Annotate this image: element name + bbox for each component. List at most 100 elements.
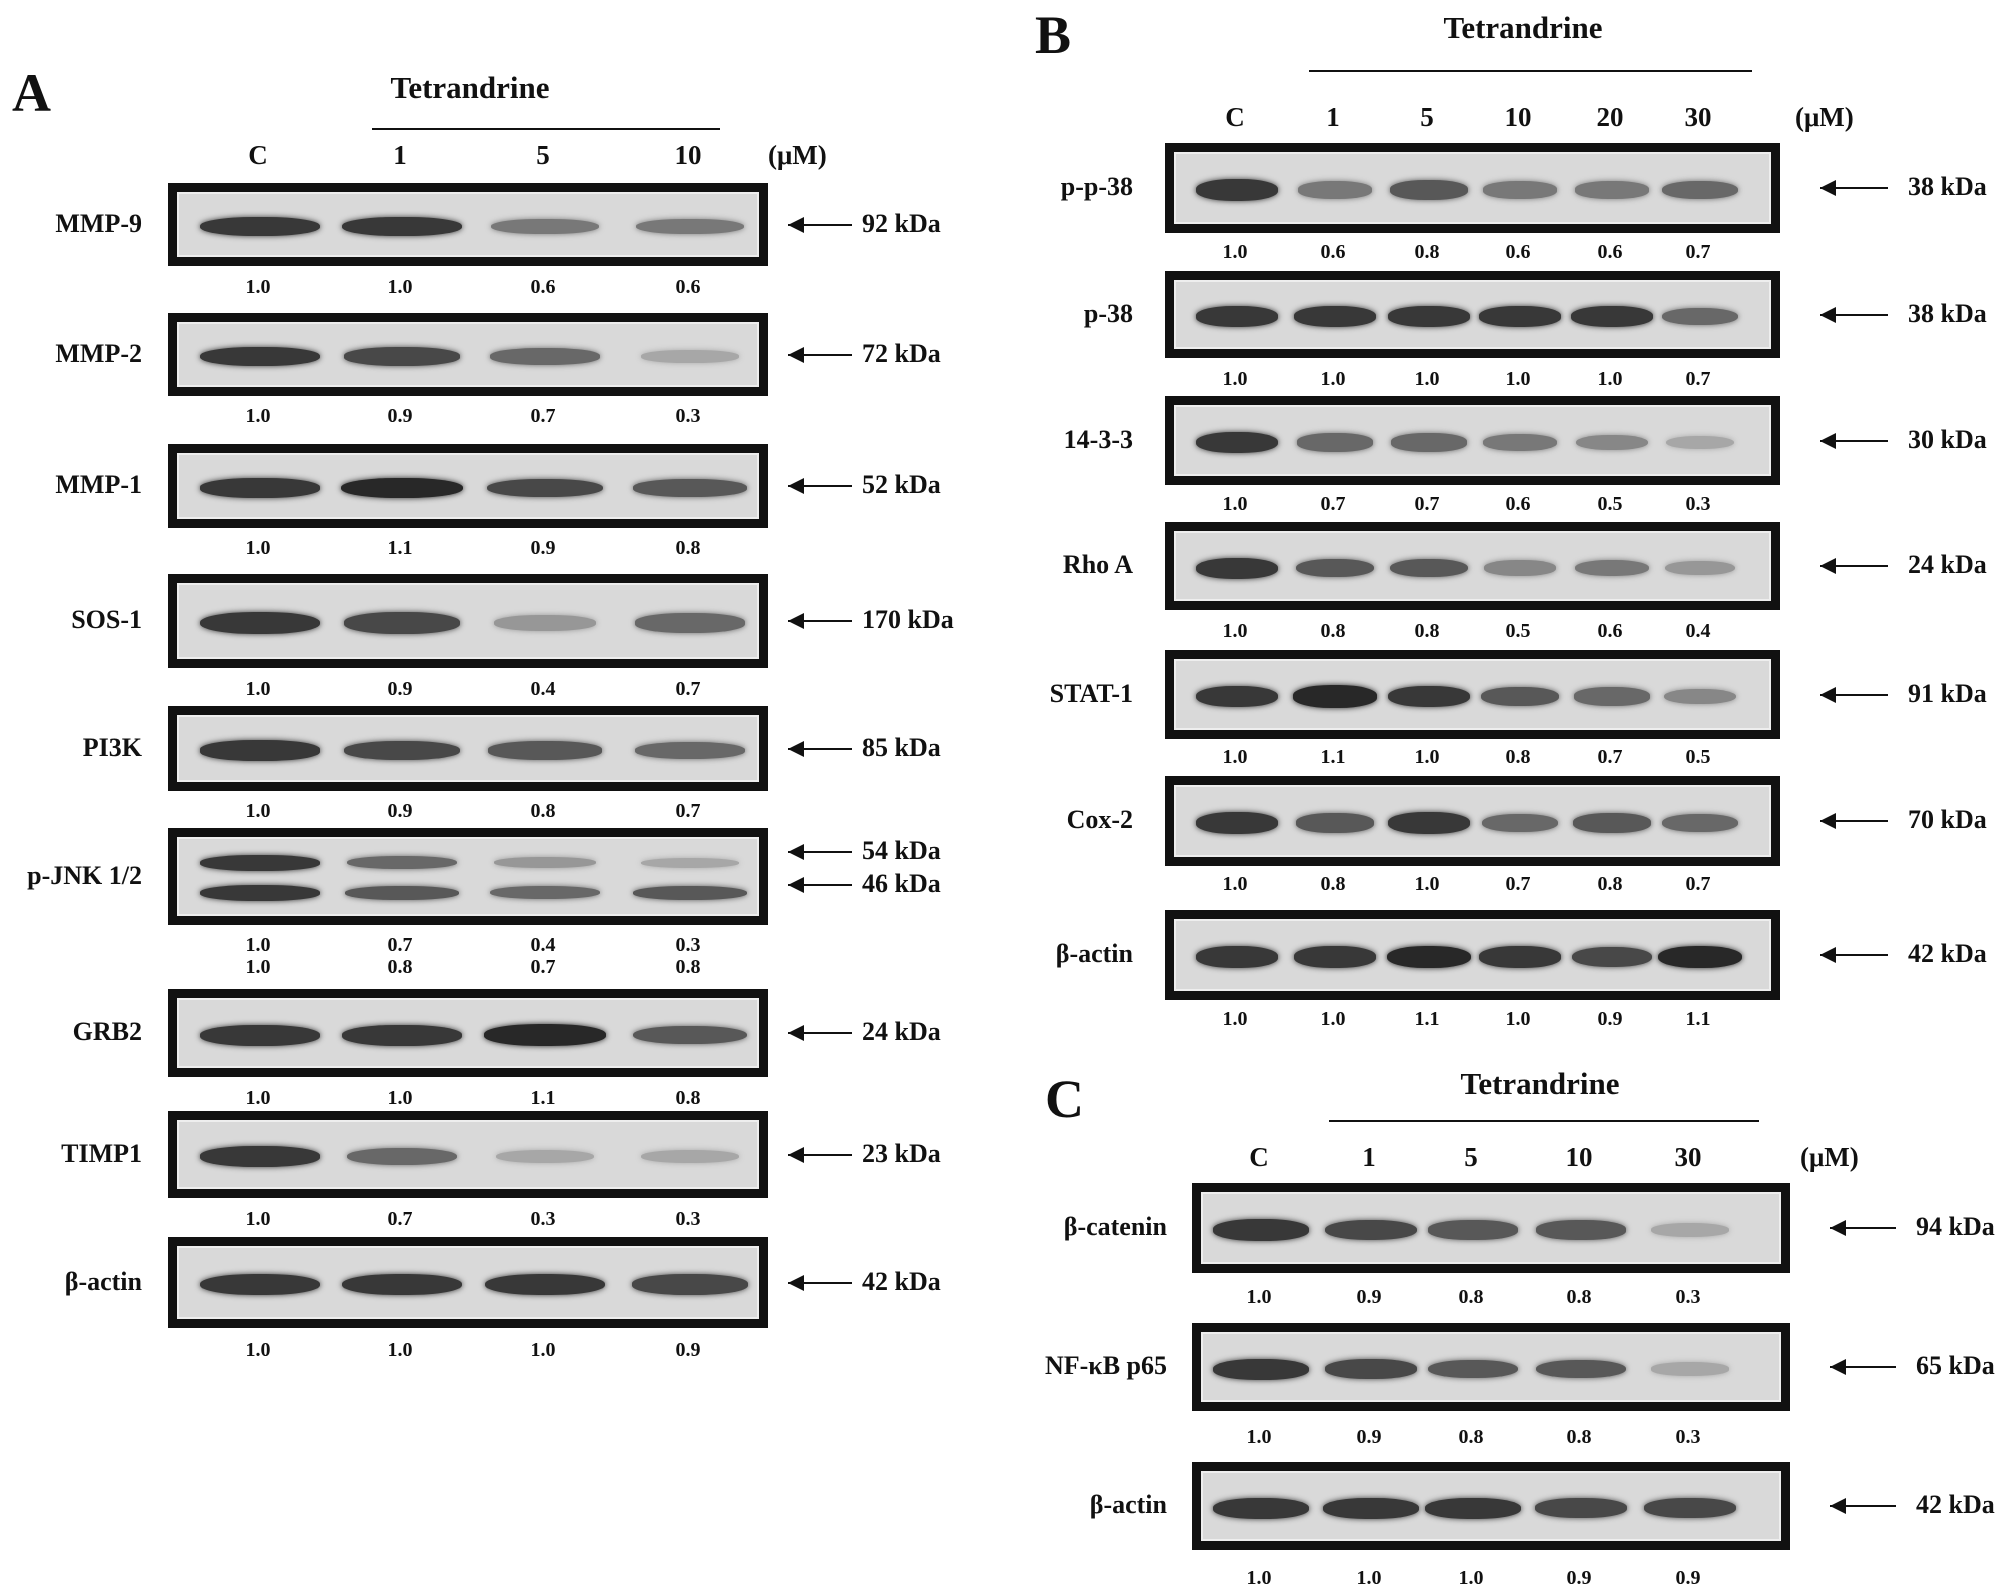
blot-membrane xyxy=(177,715,759,782)
blot-protein-label: p-38 xyxy=(1083,298,1133,328)
densitometry-value: 0.8 xyxy=(1566,1426,1592,1448)
blot-membrane xyxy=(177,998,759,1068)
protein-band xyxy=(343,740,461,761)
protein-band xyxy=(1213,1219,1309,1241)
densitometry-value: 0.7 xyxy=(675,678,701,700)
panel-b-lane-header: 20 xyxy=(1596,102,1624,132)
protein-band xyxy=(634,741,746,760)
arrow-shaft xyxy=(788,485,852,487)
protein-band xyxy=(1573,813,1651,833)
protein-band xyxy=(1294,946,1376,968)
protein-band xyxy=(494,857,596,869)
densitometry-value: 1.0 xyxy=(387,1087,413,1109)
densitometry-value: 0.9 xyxy=(1566,1567,1592,1589)
western-blot-strip xyxy=(168,313,768,396)
protein-band xyxy=(1665,560,1735,576)
blot-protein-label: Cox-2 xyxy=(1066,805,1133,834)
panel-b-treatment-bracket xyxy=(1309,70,1752,72)
densitometry-value: 0.5 xyxy=(1597,493,1623,515)
protein-band xyxy=(1298,181,1372,199)
densitometry-value: 1.1 xyxy=(1685,1008,1711,1030)
densitometry-value: 1.0 xyxy=(245,405,271,427)
molecular-weight-label: 91 kDa xyxy=(1908,678,1987,708)
protein-band xyxy=(1662,180,1738,200)
arrow-head xyxy=(1820,947,1836,963)
western-blot-strip xyxy=(168,706,768,791)
panel-b-unit-label: (μM) xyxy=(1795,102,1854,132)
densitometry-value: 0.6 xyxy=(1320,241,1346,263)
protein-band xyxy=(346,855,458,870)
arrow-head xyxy=(788,1025,804,1041)
panel-b-letter: B xyxy=(1035,5,1072,65)
densitometry-value: 1.0 xyxy=(530,1339,556,1361)
protein-band xyxy=(1324,1219,1418,1241)
densitometry-value: 1.0 xyxy=(245,276,271,298)
protein-band xyxy=(1196,306,1278,327)
protein-band xyxy=(1576,434,1648,451)
protein-band xyxy=(1196,431,1278,454)
blot-membrane xyxy=(1174,152,1771,224)
panel-c-lane-header: 5 xyxy=(1464,1142,1478,1172)
panel-c-lane-header: 30 xyxy=(1674,1142,1702,1172)
blot-protein-label: STAT-1 xyxy=(1049,678,1133,708)
densitometry-value: 1.0 xyxy=(1246,1426,1272,1448)
protein-band xyxy=(1196,946,1278,968)
protein-band xyxy=(340,477,464,499)
densitometry-value: 1.0 xyxy=(245,1087,271,1109)
protein-band xyxy=(1293,685,1377,708)
arrow-shaft xyxy=(1820,565,1888,567)
blot-membrane xyxy=(1201,1192,1781,1264)
arrow-head xyxy=(1820,306,1836,323)
densitometry-value: 0.8 xyxy=(1414,620,1440,642)
arrow-shaft xyxy=(788,353,852,356)
blot-protein-label: β-actin xyxy=(1055,939,1133,968)
densitometry-value: 1.0 xyxy=(1222,620,1248,642)
blot-protein-label: MMP-2 xyxy=(55,338,142,368)
arrow-shaft xyxy=(788,1032,852,1034)
protein-band xyxy=(488,741,602,760)
protein-band xyxy=(489,886,601,900)
protein-band xyxy=(1196,179,1278,201)
densitometry-value: 1.0 xyxy=(1222,873,1248,895)
densitometry-value: 1.0 xyxy=(1222,746,1248,768)
arrow-shaft xyxy=(1820,820,1888,822)
protein-band xyxy=(640,857,740,868)
densitometry-value: 0.7 xyxy=(1597,746,1623,768)
protein-band xyxy=(1387,945,1471,969)
densitometry-value: 1.0 xyxy=(245,934,271,956)
protein-band xyxy=(1196,812,1278,834)
arrow-shaft xyxy=(788,747,852,750)
arrow-shaft xyxy=(1820,693,1888,696)
molecular-weight-label: 170 kDa xyxy=(862,605,954,634)
densitometry-value: 0.8 xyxy=(1458,1286,1484,1308)
arrow-head xyxy=(788,478,804,494)
western-blot-strip xyxy=(168,989,768,1077)
densitometry-value: 0.8 xyxy=(675,1087,701,1109)
densitometry-value: 0.9 xyxy=(530,537,556,559)
molecular-weight-label: 24 kDa xyxy=(1908,550,1987,579)
densitometry-value: 1.0 xyxy=(387,1339,413,1361)
densitometry-value: 0.7 xyxy=(387,934,413,956)
western-blot-strip xyxy=(1192,1462,1790,1550)
densitometry-value: 1.0 xyxy=(1458,1567,1484,1589)
panel-a-treatment-label: Tetrandrine xyxy=(390,70,550,105)
protein-band xyxy=(483,1023,607,1047)
arrow-shaft xyxy=(1830,1227,1896,1229)
densitometry-value: 0.4 xyxy=(530,934,556,956)
densitometry-value: 1.0 xyxy=(1414,873,1440,895)
blot-membrane xyxy=(1174,280,1771,349)
densitometry-value: 0.3 xyxy=(675,405,701,427)
densitometry-value: 1.0 xyxy=(1505,368,1531,390)
western-blot-strip xyxy=(168,1111,768,1198)
arrow-head xyxy=(1820,686,1836,703)
western-blot-strip xyxy=(1192,1323,1790,1411)
western-blot-strip xyxy=(1165,650,1780,739)
densitometry-value: 0.7 xyxy=(1685,368,1711,390)
densitometry-value: 0.5 xyxy=(1505,620,1531,642)
protein-band xyxy=(342,1273,462,1296)
protein-band xyxy=(1534,1498,1628,1518)
densitometry-value: 1.0 xyxy=(1222,1008,1248,1030)
densitometry-value: 0.3 xyxy=(675,1208,701,1230)
molecular-weight-label: 65 kDa xyxy=(1916,1351,1995,1380)
blot-membrane xyxy=(177,1246,759,1319)
